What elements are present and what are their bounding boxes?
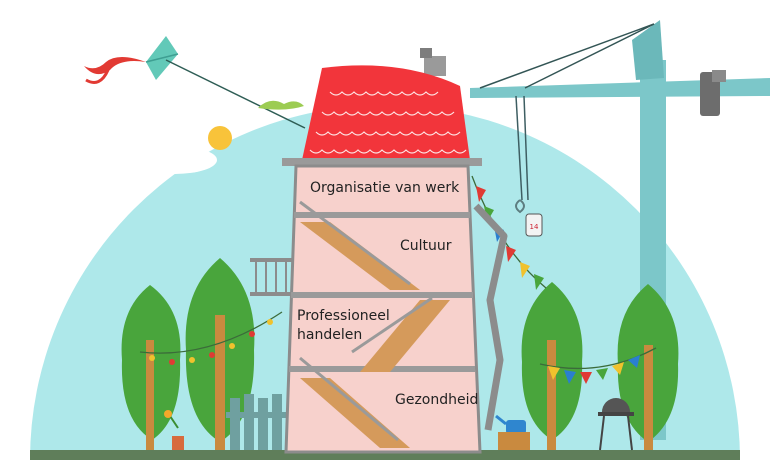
tree-icon bbox=[121, 285, 181, 450]
kite-string bbox=[165, 59, 306, 129]
ground bbox=[30, 450, 740, 460]
tree-icon bbox=[617, 284, 679, 455]
sun-icon bbox=[208, 126, 232, 150]
floor-label-gezondheid: Gezondheid bbox=[395, 392, 479, 408]
cloud-icon bbox=[133, 130, 217, 174]
floor-label-professioneel: Professioneel bbox=[297, 308, 390, 324]
barbecue-icon bbox=[598, 398, 634, 451]
balcony bbox=[250, 258, 296, 296]
tree-icon bbox=[521, 282, 583, 455]
floor-label-handelen: handelen bbox=[297, 327, 363, 343]
drainpipe-icon bbox=[473, 203, 508, 431]
roof-eave bbox=[282, 158, 482, 166]
bird-icon bbox=[258, 100, 304, 110]
watering-can-icon bbox=[495, 414, 530, 450]
kite-icon bbox=[84, 36, 179, 84]
tree-icon bbox=[185, 258, 255, 455]
bunting-icon bbox=[139, 311, 283, 365]
roof-tiles bbox=[309, 91, 467, 154]
staircase bbox=[299, 200, 450, 448]
bunting-icon bbox=[539, 347, 657, 384]
floor-label-cultuur: Cultuur bbox=[400, 238, 452, 254]
chimney-icon bbox=[420, 48, 446, 76]
svg-text:14: 14 bbox=[530, 223, 539, 231]
flower-icon bbox=[164, 410, 184, 450]
roof bbox=[302, 65, 470, 160]
floor-label-organisatie: Organisatie van werk bbox=[310, 180, 460, 196]
fence-icon bbox=[226, 394, 292, 450]
